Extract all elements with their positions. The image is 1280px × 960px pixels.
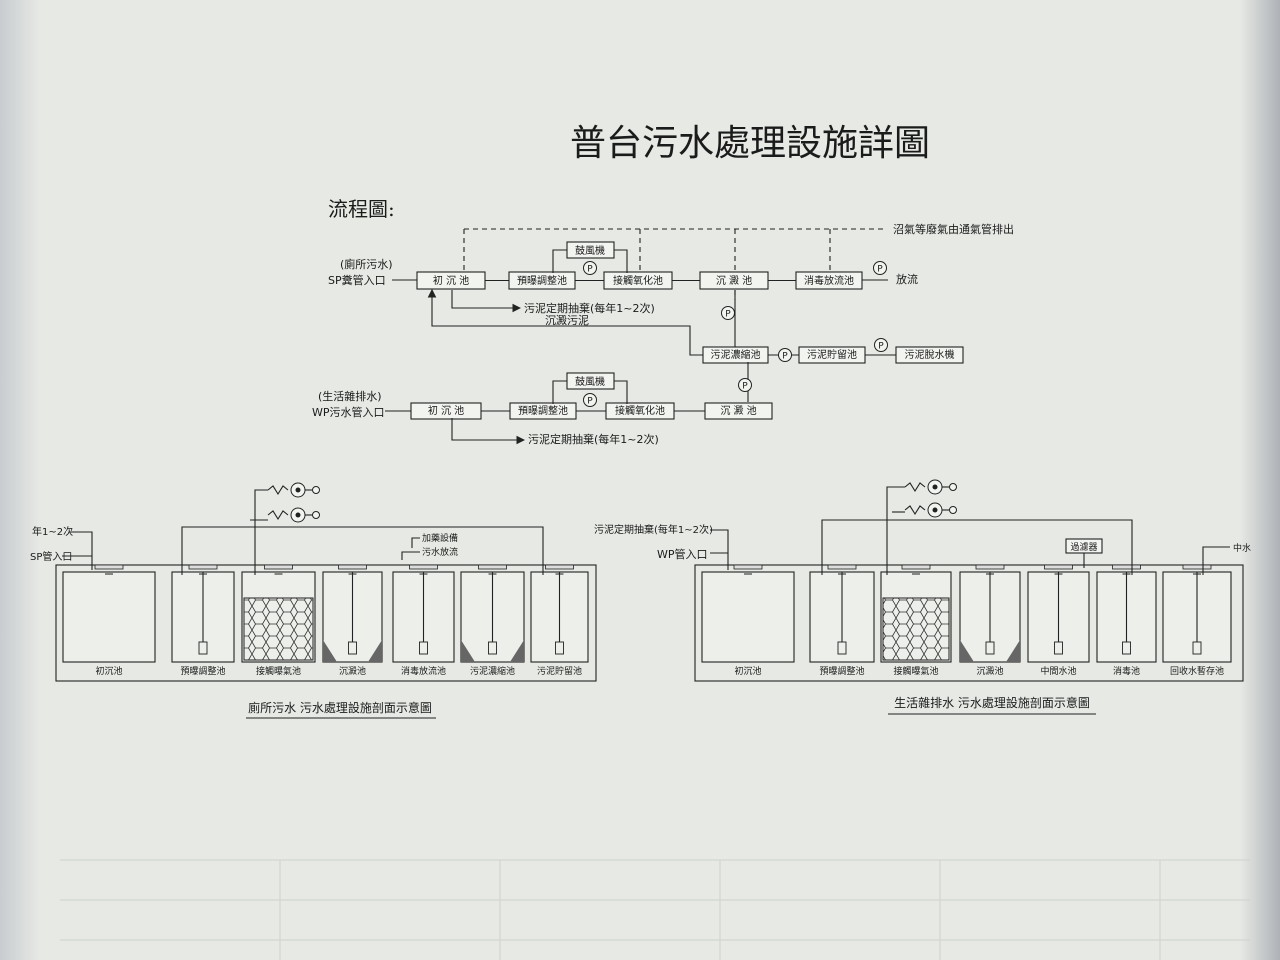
line1-node-label-4: 沉 澱 池 xyxy=(716,274,752,287)
section1-tank-label-6: 污泥濃縮池 xyxy=(470,665,515,677)
section2-tank-label-5: 中間水池 xyxy=(1040,665,1076,677)
section2-tank-label-2: 預曝調整池 xyxy=(819,665,864,677)
section1-tank-label-5: 消毒放流池 xyxy=(401,665,446,677)
line2-sludge-note: 污泥定期抽棄(每年1~2次) xyxy=(528,432,659,446)
pump-label-6: P xyxy=(742,382,748,392)
gas-note: 沼氣等廢氣由通氣管排出 xyxy=(893,222,1014,236)
gas-vent-lines xyxy=(463,228,885,300)
pump-symbol-1 xyxy=(583,261,597,275)
section2-filter-label: 過濾器 xyxy=(1070,541,1097,553)
section1-tank-label-3: 接觸曝氣池 xyxy=(256,665,301,677)
section1-tank-label-1: 初沉池 xyxy=(95,665,122,677)
section2-tank-1 xyxy=(701,571,795,663)
pump-symbol-3 xyxy=(721,306,735,320)
bottom-grid xyxy=(60,859,1250,960)
pump-label-5: P xyxy=(878,342,884,352)
section2-tank-label-6: 消毒池 xyxy=(1113,665,1140,677)
sludge-node-label-2: 污泥貯留池 xyxy=(807,348,857,361)
sludge-node-3 xyxy=(895,346,964,364)
line2-node-label-1: 初 沉 池 xyxy=(428,404,464,417)
pump-symbol-7 xyxy=(583,393,597,407)
line1-node-label-2: 預曝調整池 xyxy=(517,274,567,287)
section1: 初沉池 預曝調整池 接觸曝氣池 沉澱池 消毒放流池 污泥濃縮池 污泥貯留池 年1~2次 SP… xyxy=(30,482,597,719)
line1-return-note: 沉澱污泥 xyxy=(545,314,589,327)
section1-tank-label-7: 污泥貯留池 xyxy=(537,665,582,677)
line2-node-label-4: 沉 澱 池 xyxy=(720,404,756,417)
section1-tank-1 xyxy=(62,571,156,663)
pump-label-1: P xyxy=(587,265,593,275)
pump-symbol-6 xyxy=(738,378,752,392)
line1-sludge-note: 污泥定期抽棄(每年1~2次) xyxy=(524,301,655,315)
line2-node-4 xyxy=(704,402,773,420)
line2-node-label-2: 預曝調整池 xyxy=(518,404,568,417)
line2-node-label-3: 接觸氧化池 xyxy=(615,404,665,417)
sludge-node-label-1: 污泥濃縮池 xyxy=(711,348,761,361)
section1-inlet-label: SP管入口 xyxy=(30,550,72,563)
section2-top-note: 污泥定期抽棄(每年1~2次) xyxy=(594,523,713,536)
section2-tank-label-7: 回收水暫存池 xyxy=(1170,665,1224,677)
section1-discharge-label: 污水放流 xyxy=(422,546,458,558)
line1-node-label-3: 接觸氧化池 xyxy=(613,274,663,287)
section2-reclaim-label: 中水 xyxy=(1233,542,1251,554)
section2-outer-frame xyxy=(694,564,1244,682)
line2-blower-label: 鼓風機 xyxy=(575,375,605,388)
page-title: 普台污水處理設施詳圖 xyxy=(570,123,930,164)
line1-node-label-5: 消毒放流池 xyxy=(804,274,854,287)
section2-caption: 生活雜排水 污水處理設施剖面示意圖 xyxy=(894,695,1090,710)
section2-tank-label-1: 初沉池 xyxy=(734,665,761,677)
line2-inlet-label: WP污水管入口 xyxy=(312,405,385,419)
section1-tank-label-4: 沉澱池 xyxy=(339,665,366,677)
line1-node-label-1: 初 沉 池 xyxy=(433,274,469,287)
pump-symbol-2 xyxy=(873,261,887,275)
line2-source-label: (生活雜排水) xyxy=(318,389,382,403)
section2-tank-label-4: 沉澱池 xyxy=(976,665,1003,677)
line1-inlet-label: SP糞管入口 xyxy=(328,273,386,287)
line1-outlet-label: 放流 xyxy=(896,272,918,286)
section2-inlet-label: WP管入口 xyxy=(657,547,708,561)
pump-label-4: P xyxy=(782,352,788,362)
section2-tank-label-3: 接觸曝氣池 xyxy=(893,665,938,677)
section1-caption: 廁所污水 污水處理設施剖面示意圖 xyxy=(248,700,432,715)
flow-chart-label: 流程圖: xyxy=(328,197,395,221)
pump-label-2: P xyxy=(877,265,883,275)
pump-label-7: P xyxy=(587,397,593,407)
section1-tank-label-2: 預曝調整池 xyxy=(180,665,225,677)
section1-dosing-label: 加藥設備 xyxy=(422,532,458,544)
section1-outer-frame xyxy=(55,564,597,682)
line1-blower-label: 鼓風機 xyxy=(575,244,605,257)
pump-symbol-5 xyxy=(874,338,888,352)
section1-top-note: 年1~2次 xyxy=(32,525,73,538)
sludge-node-label-3: 污泥脫水機 xyxy=(905,348,955,361)
pump-symbol-4 xyxy=(778,348,792,362)
line1-source-label: (廁所污水) xyxy=(340,257,393,271)
pump-label-3: P xyxy=(725,310,731,320)
section2: 初沉池 預曝調整池 接觸曝氣池 沉澱池 中間水池 消毒池 回收水暫存池 污泥定期抽棄(每年1… xyxy=(594,479,1251,715)
